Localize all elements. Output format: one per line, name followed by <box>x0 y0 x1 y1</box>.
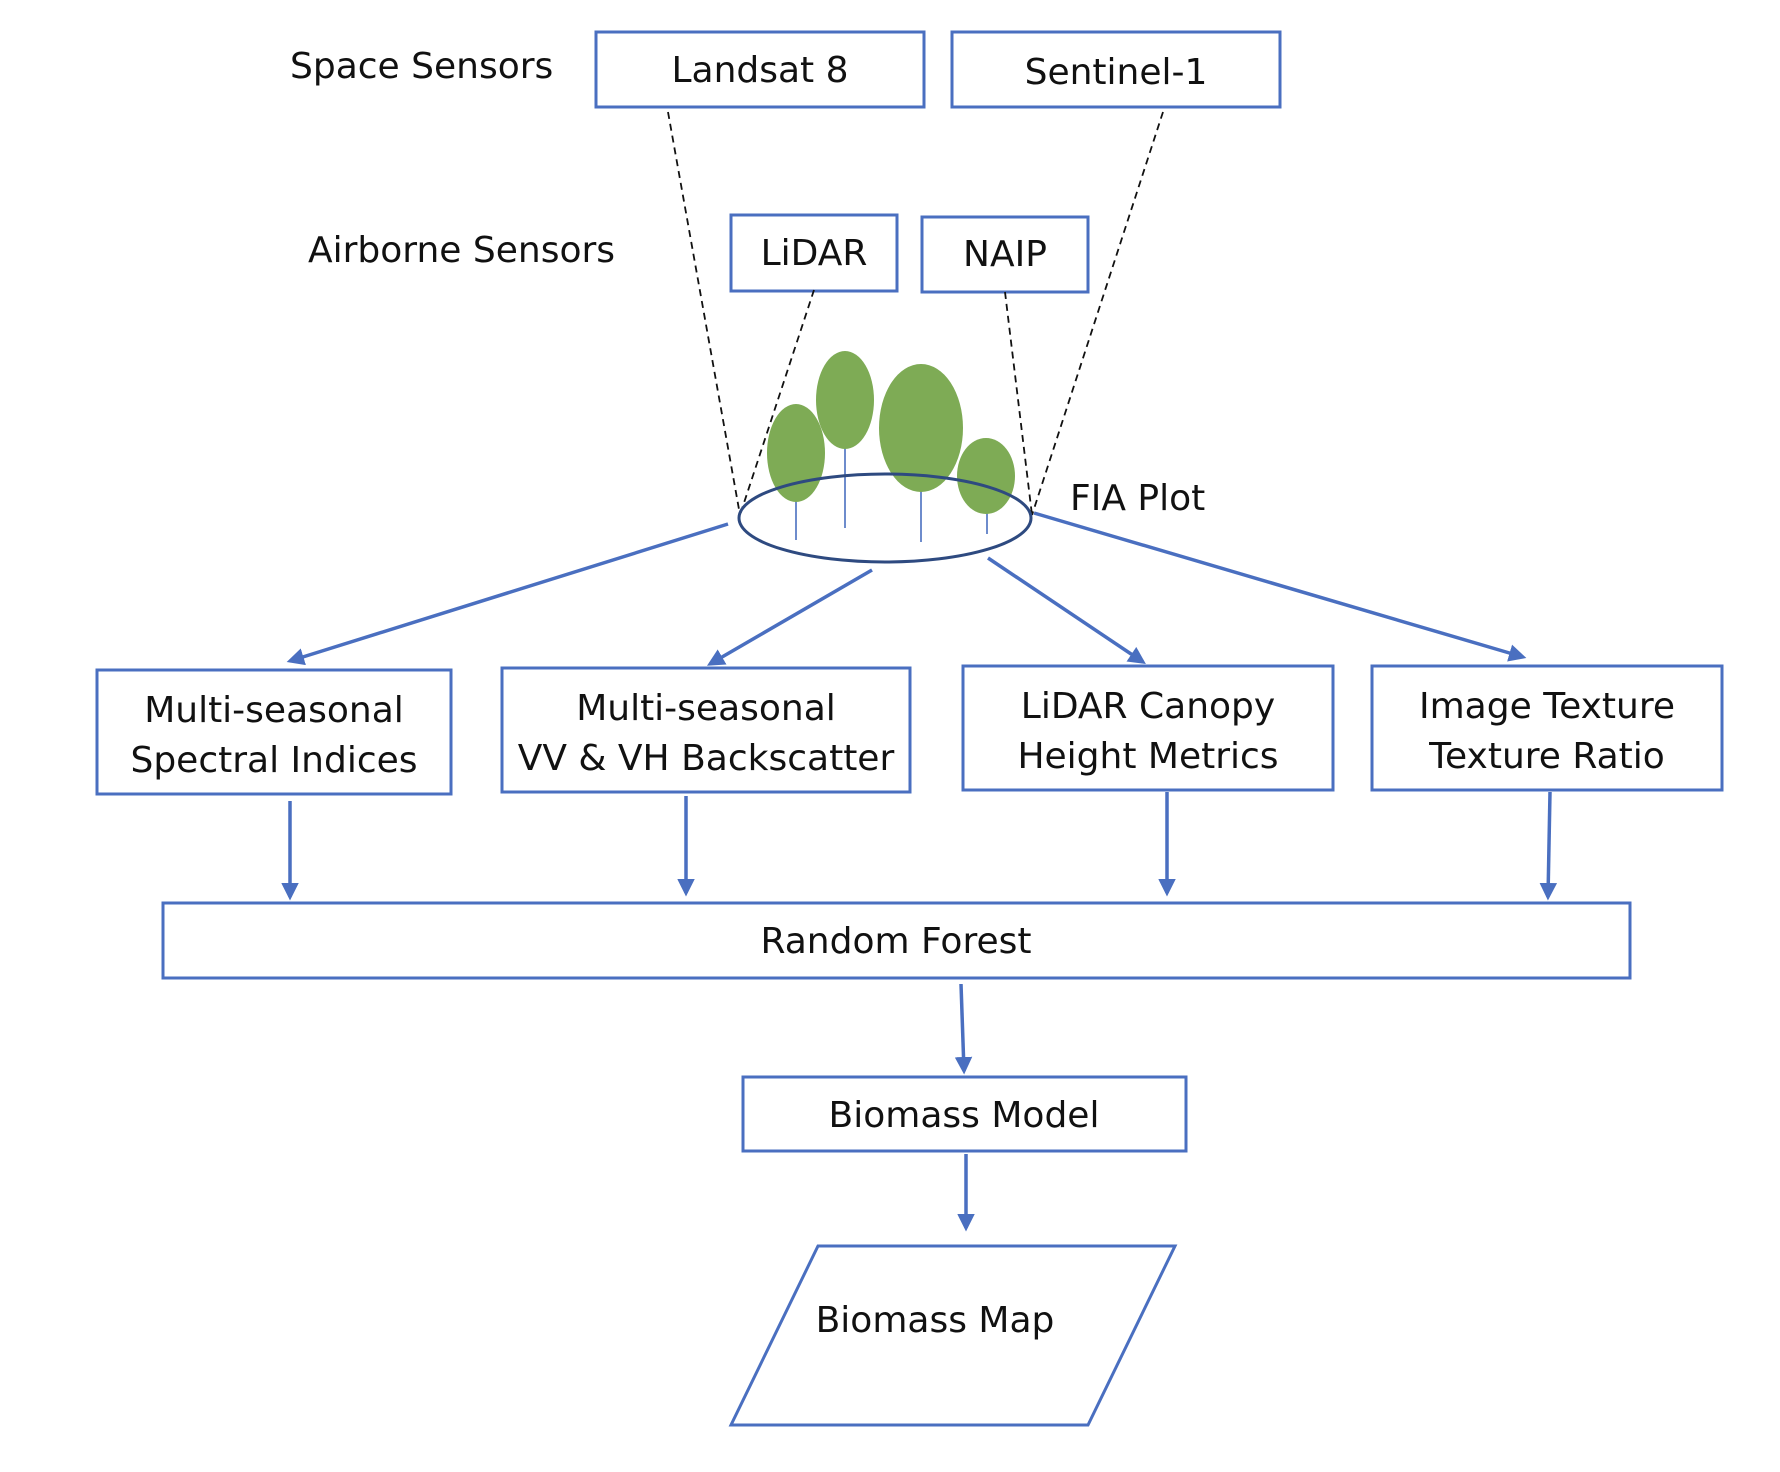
tree-icon <box>767 404 825 502</box>
arrow <box>987 556 1146 664</box>
feature-box-line1: Multi-seasonal <box>576 688 836 729</box>
biomass-model-label: Biomass Model <box>829 1095 1100 1136</box>
feature-box-line2: Texture Ratio <box>1428 736 1665 777</box>
feature-box-backscatter: Multi-seasonal VV & VH Backscatter <box>500 666 912 794</box>
arrow <box>286 522 729 666</box>
arrow <box>954 983 973 1075</box>
naip-box: NAIP <box>920 215 1090 294</box>
feature-box-line1: LiDAR Canopy <box>1021 686 1275 727</box>
tree-illustration <box>767 351 1015 542</box>
landsat-footprint-line <box>667 111 741 516</box>
lidar-footprint-line <box>739 289 815 516</box>
feature-box-line1: Multi-seasonal <box>144 690 404 731</box>
random-forest-label: Random Forest <box>761 921 1032 962</box>
random-forest-box: Random Forest <box>161 901 1632 980</box>
plot-to-feature-arrows <box>286 511 1527 666</box>
sensor-footprint-lines <box>667 111 1164 516</box>
airborne-sensors-label: Airborne Sensors <box>308 230 615 271</box>
arrow <box>1033 511 1527 662</box>
arrow <box>1539 791 1558 901</box>
tree-icon <box>816 351 874 449</box>
feature-box-line2: Spectral Indices <box>130 740 417 781</box>
naip-label: NAIP <box>963 234 1047 275</box>
space-sensors-label: Space Sensors <box>290 46 553 87</box>
feature-box-line1: Image Texture <box>1419 686 1675 727</box>
tree-icon <box>957 438 1015 514</box>
sentinel-1-box: Sentinel-1 <box>950 30 1282 109</box>
fia-plot-label: FIA Plot <box>1070 478 1205 519</box>
naip-footprint-line <box>1004 291 1033 516</box>
biomass-map-label: Biomass Map <box>816 1300 1055 1341</box>
sentinel-footprint-line <box>1031 111 1164 516</box>
sentinel-1-label: Sentinel-1 <box>1025 52 1208 93</box>
lidar-label: LiDAR <box>761 233 868 274</box>
feature-box-spectral-indices: Multi-seasonal Spectral Indices <box>95 668 453 796</box>
arrow <box>706 568 873 666</box>
landsat-8-box: Landsat 8 <box>594 30 926 109</box>
landsat-8-label: Landsat 8 <box>671 50 848 91</box>
feature-box-image-texture: Image Texture Texture Ratio <box>1370 664 1724 792</box>
lidar-box: LiDAR <box>729 213 899 293</box>
feature-box-line2: VV & VH Backscatter <box>518 738 895 779</box>
feature-box-canopy-height: LiDAR Canopy Height Metrics <box>961 664 1335 792</box>
biomass-model-box: Biomass Model <box>741 1075 1188 1153</box>
fia-plot-ellipse <box>737 472 1033 564</box>
feature-box-line2: Height Metrics <box>1017 736 1278 777</box>
feature-to-forest-arrows <box>281 791 1558 901</box>
tree-icon <box>879 364 963 492</box>
biomass-map-shape: Biomass Map <box>728 1244 1178 1427</box>
